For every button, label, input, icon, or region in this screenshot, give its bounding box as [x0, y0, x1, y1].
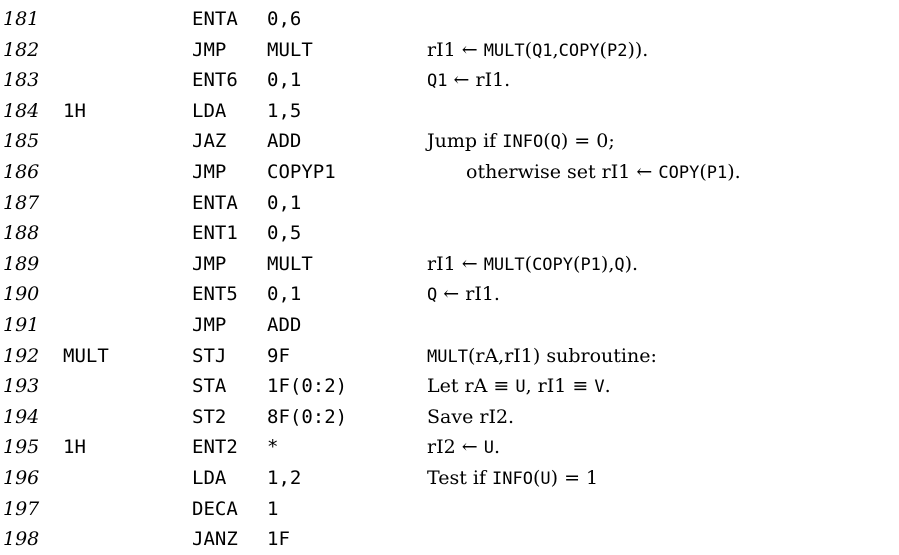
address-field: 1,2 [267, 466, 302, 489]
comment: otherwise set rI1 ← COPY(P1). [466, 160, 741, 183]
code-line: 183 ENT6 0,1 Q1 ← rI1. [0, 65, 899, 96]
code-line: 197 DECA 1 [0, 494, 899, 525]
code-line: 192 MULT STJ 9F MULT(rA,rI1) subroutine: [0, 341, 899, 372]
opcode: ENT2 [192, 436, 238, 459]
code-line: 190 ENT5 0,1 Q ← rI1. [0, 279, 899, 310]
line-number: 186 [3, 160, 40, 183]
code-line: 193 STA 1F(0:2) Let rA ≡ U, rI1 ≡ V. [0, 371, 899, 402]
comment: MULT(rA,rI1) subroutine: [427, 344, 657, 367]
address-field: MULT [267, 252, 313, 275]
address-field: 1F [267, 528, 290, 551]
opcode: ENTA [192, 191, 238, 214]
line-number: 192 [3, 344, 40, 367]
opcode: JMP [192, 160, 227, 183]
address-field: ADD [267, 130, 302, 153]
comment: Q ← rI1. [427, 283, 500, 306]
line-number: 184 [3, 99, 40, 122]
code-line: 194 ST2 8F(0:2) Save rI2. [0, 402, 899, 433]
address-field: 9F [267, 344, 290, 367]
address-field: 0,1 [267, 69, 302, 92]
address-field: 1 [267, 497, 279, 520]
address-field: 0,5 [267, 222, 302, 245]
code-listing: 181 ENTA 0,6 182 JMP MULT rI1 ← MULT(Q1,… [0, 4, 899, 555]
address-field: 1,5 [267, 99, 302, 122]
line-number: 181 [3, 8, 40, 30]
opcode: JAZ [192, 130, 227, 153]
opcode: STA [192, 375, 227, 398]
code-line: 186 JMP COPYP1 otherwise set rI1 ← COPY(… [0, 157, 899, 188]
comment: Jump if INFO(Q) = 0; [427, 130, 615, 153]
opcode: ST2 [192, 405, 227, 428]
opcode: DECA [192, 497, 238, 520]
address-field: 8F(0:2) [267, 405, 348, 428]
line-number: 190 [3, 283, 40, 306]
address-field: 0,1 [267, 283, 302, 306]
line-number: 187 [3, 191, 40, 214]
line-number: 194 [3, 405, 40, 428]
line-number: 182 [3, 38, 40, 61]
address-field: ADD [267, 313, 302, 336]
code-line: 189 JMP MULT rI1 ← MULT(COPY(P1),Q). [0, 249, 899, 280]
line-number: 193 [3, 375, 40, 398]
code-line: 188 ENT1 0,5 [0, 218, 899, 249]
code-line: 181 ENTA 0,6 [0, 4, 899, 35]
opcode: ENT1 [192, 222, 238, 245]
opcode: LDA [192, 466, 227, 489]
opcode: JMP [192, 252, 227, 275]
line-number: 196 [3, 466, 40, 489]
address-field: 0,6 [267, 8, 302, 30]
comment: Test if INFO(U) = 1 [427, 466, 599, 489]
opcode: JANZ [192, 528, 238, 551]
line-number: 183 [3, 69, 40, 92]
opcode: STJ [192, 344, 227, 367]
line-number: 197 [3, 497, 40, 520]
code-line: 182 JMP MULT rI1 ← MULT(Q1,COPY(P2)). [0, 35, 899, 66]
address-field: MULT [267, 38, 313, 61]
opcode: ENTA [192, 8, 238, 30]
line-number: 189 [3, 252, 40, 275]
line-number: 188 [3, 222, 40, 245]
line-number: 185 [3, 130, 40, 153]
comment: Let rA ≡ U, rI1 ≡ V. [427, 375, 611, 398]
address-field: COPYP1 [267, 160, 336, 183]
code-line: 198 JANZ 1F [0, 524, 899, 555]
line-number: 191 [3, 313, 40, 336]
address-field: 0,1 [267, 191, 302, 214]
comment: Q1 ← rI1. [427, 69, 511, 92]
comment: Save rI2. [427, 405, 515, 428]
opcode: ENT5 [192, 283, 238, 306]
code-line: 196 LDA 1,2 Test if INFO(U) = 1 [0, 463, 899, 494]
comment: rI2 ← U. [427, 436, 500, 459]
line-number: 195 [3, 436, 40, 459]
address-field: * [267, 436, 279, 459]
opcode: JMP [192, 38, 227, 61]
code-line: 195 1H ENT2 * rI2 ← U. [0, 432, 899, 463]
opcode: ENT6 [192, 69, 238, 92]
opcode: JMP [192, 313, 227, 336]
code-line: 191 JMP ADD [0, 310, 899, 341]
address-field: 1F(0:2) [267, 375, 348, 398]
comment: rI1 ← MULT(COPY(P1),Q). [427, 252, 639, 275]
label-field: 1H [63, 436, 86, 459]
code-line: 184 1H LDA 1,5 [0, 96, 899, 127]
line-number: 198 [3, 528, 40, 551]
label-field: MULT [63, 344, 109, 367]
code-line: 187 ENTA 0,1 [0, 188, 899, 219]
code-line: 185 JAZ ADD Jump if INFO(Q) = 0; [0, 126, 899, 157]
opcode: LDA [192, 99, 227, 122]
comment: rI1 ← MULT(Q1,COPY(P2)). [427, 38, 649, 61]
label-field: 1H [63, 99, 86, 122]
